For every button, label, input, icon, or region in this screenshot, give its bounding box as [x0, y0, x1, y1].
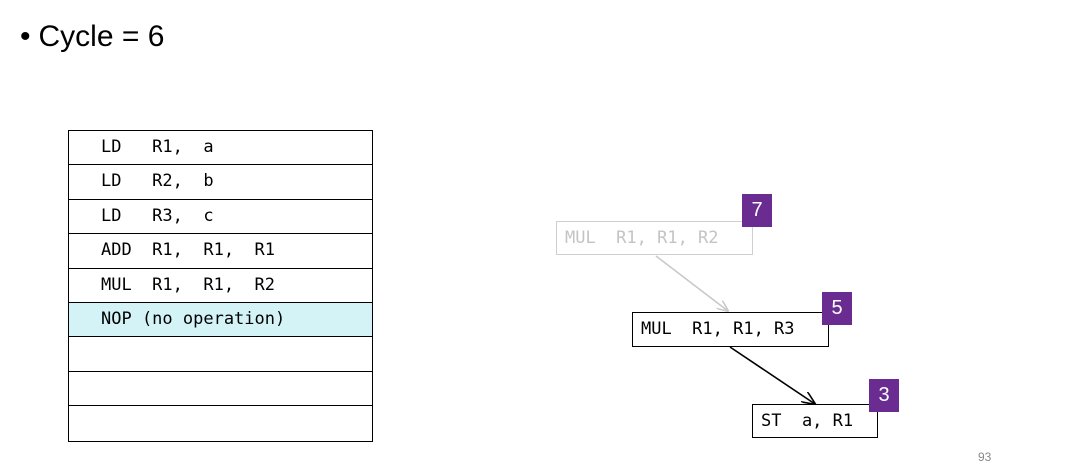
slide-title: •Cycle = 6	[20, 20, 164, 54]
edge-n2-n3	[729, 346, 815, 404]
schedule-row: MUL R1, R1, R2	[69, 269, 372, 303]
bullet: •	[20, 20, 31, 53]
edge-n1-n2	[655, 255, 728, 311]
priority-badge: 5	[822, 292, 852, 325]
dag-node-mul-r3: MUL R1, R1, R3	[632, 312, 829, 347]
priority-badge: 3	[869, 379, 899, 412]
schedule-row: LD R2, b	[69, 165, 372, 200]
schedule-row-highlighted: NOP (no operation)	[69, 302, 372, 338]
schedule-row: ADD R1, R1, R1	[69, 234, 372, 269]
dag-node-st: ST a, R1	[752, 404, 878, 438]
schedule-row: LD R1, a	[69, 131, 372, 166]
dag-node-mul-r2: MUL R1, R1, R2	[556, 221, 753, 255]
page-number: 93	[978, 450, 992, 464]
schedule-table: LD R1, a LD R2, b LD R3, c ADD R1, R1, R…	[68, 130, 373, 442]
cycle-label: Cycle = 6	[38, 20, 165, 53]
schedule-row-empty	[69, 372, 372, 407]
schedule-row-empty	[69, 337, 372, 372]
schedule-row: LD R3, c	[69, 200, 372, 235]
priority-badge: 7	[742, 194, 772, 227]
